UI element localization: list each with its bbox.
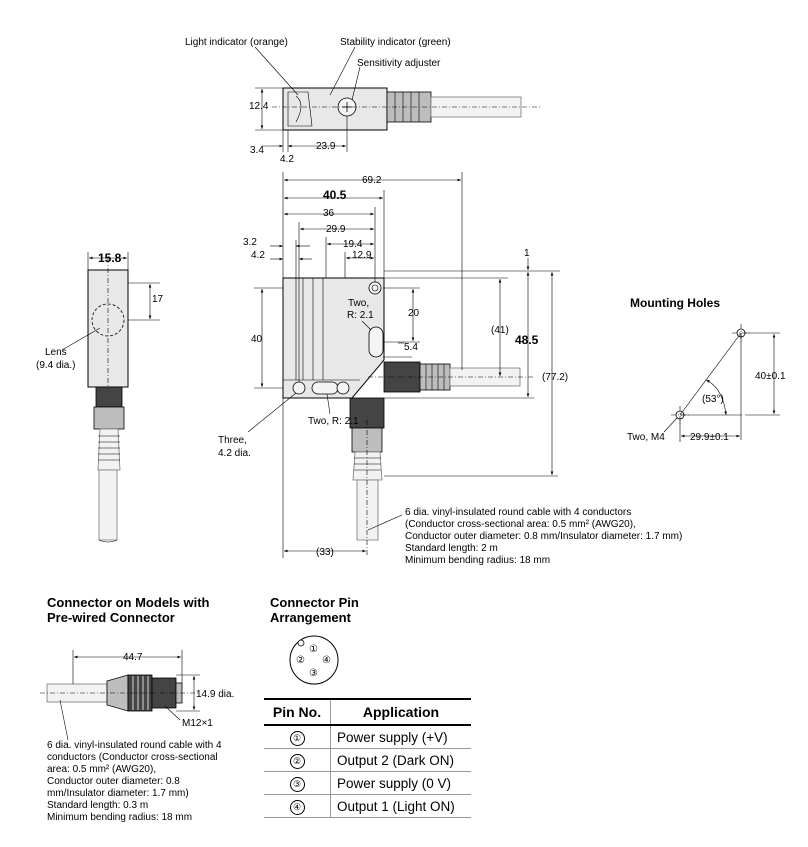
connector-thread: M12×1 (182, 718, 213, 729)
connector-title-1: Connector on Models with (47, 595, 210, 610)
front-dim-41: (41) (491, 325, 509, 336)
pin-arrangement-title-2: Arrangement (270, 610, 352, 625)
connector-dim-14-9: 14.9 dia. (196, 689, 234, 700)
side-dim-15-8: 15.8 (98, 251, 122, 265)
two-r-upper-label-2: R: 2.1 (347, 310, 374, 321)
connector-note-3: area: 0.5 mm² (AWG20), (47, 764, 156, 775)
connector-note-1: 6 dia. vinyl-insulated round cable with … (47, 740, 222, 751)
pin-2-marker: ② (296, 655, 305, 666)
three-holes-label-2: 4.2 dia. (218, 448, 251, 459)
connector-face-icon (289, 635, 339, 685)
connector-note-2: conductors (Conductor cross-sectional (47, 752, 218, 763)
pin-cell: ② (264, 748, 331, 772)
pin-number: ③ (289, 776, 305, 792)
lens-dia-label: (9.4 dia.) (36, 360, 75, 371)
front-dim-19-4: 19.4 (343, 239, 363, 250)
pin-cell: ③ (264, 771, 331, 795)
application-header: Application (330, 698, 471, 726)
front-dim-77-2: (77.2) (542, 372, 568, 383)
pin-3-marker: ③ (309, 668, 318, 679)
connector-note-6: Standard length: 0.3 m (47, 800, 148, 811)
lens-icon (91, 303, 125, 337)
mount-slot-horizontal-icon (311, 381, 339, 395)
pin-cell: ④ (264, 794, 331, 818)
mount-hole-right-icon (336, 381, 350, 395)
pin-1-marker: ① (309, 644, 318, 655)
cable-note-line-3: Conductor outer diameter: 0.8 mm/Insulat… (405, 531, 682, 542)
pin-number: ④ (289, 799, 305, 815)
table-row: ① Power supply (+V) (264, 725, 471, 749)
two-r-lower-label: Two, R: 2.1 (308, 416, 359, 427)
three-holes-label-1: Three, (218, 435, 247, 446)
top-dim-12-4: 12.4 (249, 101, 269, 112)
front-dim-48-5: 48.5 (515, 333, 539, 347)
top-dim-4-2: 4.2 (280, 154, 294, 165)
pin-4-marker: ④ (322, 655, 331, 666)
front-dim-3-2: 3.2 (243, 237, 257, 248)
table-row: ③ Power supply (0 V) (264, 771, 471, 795)
mount-hole-left-icon (292, 381, 306, 395)
front-dim-4-2: 4.2 (251, 250, 265, 261)
side-dim-17: 17 (152, 294, 164, 305)
table-row: ② Output 2 (Dark ON) (264, 748, 471, 772)
application-cell: Power supply (0 V) (330, 771, 471, 795)
lens-label: Lens (45, 347, 67, 358)
mounting-dim-40: 40±0.1 (755, 371, 786, 382)
top-view: Light indicator (orange) Stability indic… (185, 37, 540, 165)
cable-note-line-5: Minimum bending radius: 18 mm (405, 555, 550, 566)
front-dim-40-5: 40.5 (323, 188, 347, 202)
pin-number: ① (289, 730, 305, 746)
front-dim-33: (33) (316, 547, 334, 558)
two-r-upper-label-1: Two, (348, 298, 369, 309)
table-row: ④ Output 1 (Light ON) (264, 794, 471, 818)
mount-hole-top-icon (368, 281, 382, 295)
pin-arrangement-title-1: Connector Pin (270, 595, 359, 610)
connector-dim-44-7: 44.7 (123, 652, 143, 663)
application-cell: Power supply (+V) (330, 725, 471, 749)
pin-number: ② (289, 753, 305, 769)
mount-slot-vertical-icon (368, 326, 384, 358)
top-view-body (282, 87, 388, 131)
stability-indicator-label: Stability indicator (green) (340, 37, 451, 48)
pin-arrangement: Connector Pin Arrangement ① ② ④ ③ (270, 595, 359, 685)
front-dim-69-2: 69.2 (362, 175, 382, 186)
connector-section: Connector on Models with Pre-wired Conne… (40, 595, 234, 823)
top-dim-3-4: 3.4 (250, 145, 264, 156)
front-dim-40: 40 (251, 334, 263, 345)
front-dim-29-9: 29.9 (326, 224, 346, 235)
pin-cell: ① (264, 725, 331, 749)
front-dim-20: 20 (408, 308, 420, 319)
front-dim-36: 36 (323, 208, 335, 219)
side-view: 15.8 17 Lens (9.4 dia.) (36, 251, 164, 543)
application-cell: Output 1 (Light ON) (330, 794, 471, 818)
cable-note-line-4: Standard length: 2 m (405, 543, 498, 554)
top-dim-23-9: 23.9 (316, 141, 336, 152)
front-dim-1: 1 (524, 248, 530, 259)
front-view: 69.2 40.5 36 29.9 19.4 12.9 3.2 4.2 1 (4… (218, 172, 682, 566)
pin-table-header: Pin No. Application (264, 698, 471, 726)
mounting-holes-title: Mounting Holes (630, 296, 720, 310)
sensitivity-adjuster-label: Sensitivity adjuster (357, 58, 441, 69)
mounting-angle: (53°) (702, 394, 724, 405)
mounting-holes: Mounting Holes (53°) 40±0.1 29.9±0.1 Two… (627, 296, 786, 443)
front-dim-12-9: 12.9 (352, 250, 372, 261)
connector-note-4: Conductor outer diameter: 0.8 (47, 776, 180, 787)
connector-note-5: mm/Insulator diameter: 1.7 mm) (47, 788, 189, 799)
mounting-two-m4: Two, M4 (627, 432, 665, 443)
application-cell: Output 2 (Dark ON) (330, 748, 471, 772)
connector-title-2: Pre-wired Connector (47, 610, 175, 625)
cable-note-line-1: 6 dia. vinyl-insulated round cable with … (405, 507, 631, 518)
light-indicator-label: Light indicator (orange) (185, 37, 288, 48)
connector-note-7: Minimum bending radius: 18 mm (47, 812, 192, 823)
mounting-dim-29-9: 29.9±0.1 (690, 432, 729, 443)
pin-no-header: Pin No. (264, 698, 331, 726)
front-view-body (282, 277, 385, 399)
front-dim-5-4: 5.4 (404, 342, 418, 353)
cable-note-line-2: (Conductor cross-sectional area: 0.5 mm²… (405, 519, 636, 530)
pin-table: Pin No. Application ① Power supply (+V) … (264, 698, 471, 818)
